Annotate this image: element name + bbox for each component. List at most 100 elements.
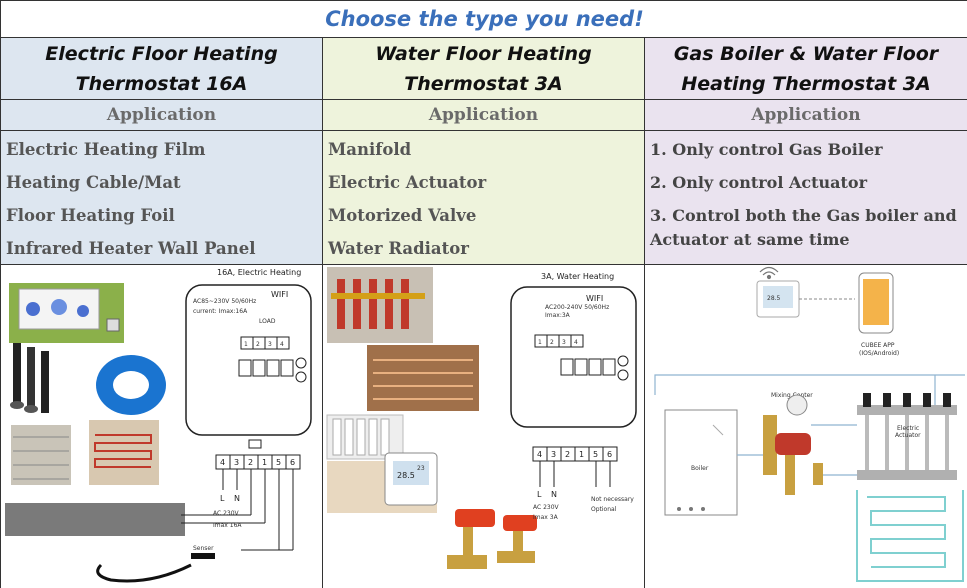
terminal-label: 1 [262, 458, 267, 467]
page-title: Choose the type you need! [1, 1, 967, 38]
display-temp-2: 23 [417, 465, 425, 472]
n-label: N [551, 490, 557, 499]
l-label: L [220, 494, 225, 503]
boiler-icon [664, 409, 738, 516]
list-item: Heating Cable/Mat [6, 173, 181, 192]
ac-label: AC 230V [533, 504, 560, 511]
gas-boiler-diagram: 28.5 CUBEE APP (IOS/Android) Boiler Mixi… [654, 266, 965, 582]
spec-line-1: AC85~230V 50/60Hz [193, 298, 256, 305]
sensor-label: Senser [193, 545, 214, 552]
column-water: Water Floor Heating Thermostat 3A Applic… [323, 38, 645, 588]
spec-line-2: Imax:3A [545, 312, 571, 319]
heading-line-1: Water Floor Heating [375, 42, 592, 65]
terminal-label: 5 [593, 450, 598, 459]
app-sublabel: (IOS/Android) [859, 350, 899, 357]
manifold-icon [857, 393, 957, 480]
terminal-label: 5 [276, 458, 281, 467]
top-terminals: 1 2 3 4 [240, 336, 290, 350]
terminal-label: 3 [562, 339, 566, 346]
section-label: Application [645, 100, 967, 131]
foil-photo [11, 425, 71, 485]
column-electric: Electric Floor Heating Thermostat 16A Ap… [1, 38, 323, 588]
terminal-label: 2 [248, 458, 253, 467]
terminal-label: 1 [244, 341, 248, 348]
terminal-label: 4 [280, 341, 284, 348]
terminal-label: 6 [607, 450, 612, 459]
mixing-center-label: Mixing Center [771, 392, 813, 399]
heading-line-2: Thermostat 3A [404, 72, 563, 95]
wifi-label: WIFI [271, 290, 288, 299]
terminal-label: 2 [256, 341, 260, 348]
column-heading: Gas Boiler & Water Floor Heating Thermos… [645, 38, 967, 100]
terminal-label: 2 [550, 339, 554, 346]
diagram-title: 16A, Electric Heating [217, 268, 301, 277]
mixing-center-icon [763, 394, 823, 495]
terminal-label: 1 [579, 450, 584, 459]
application-list: 1. Only control Gas Boiler 2. Only contr… [645, 131, 967, 265]
diagram-title: 3A, Water Heating [541, 272, 614, 281]
boiler-label: Boiler [691, 465, 709, 472]
wifi-label: WIFI [586, 294, 603, 303]
list-item: Electric Heating Film [6, 140, 206, 159]
list-item: Motorized Valve [328, 206, 477, 225]
optional-label: Optional [591, 506, 617, 513]
terminal-label: 3 [268, 341, 272, 348]
list-item: Electric Actuator [328, 173, 487, 192]
imax-label: Imax 16A [213, 522, 242, 529]
heading-line-1: Gas Boiler & Water Floor [673, 42, 939, 65]
wiring-lines [181, 469, 294, 551]
section-label: Application [323, 100, 645, 131]
thermostat-back [510, 286, 637, 428]
valve-icon [447, 509, 537, 569]
electric-wiring-diagram: 16A, Electric Heating AC85~230V 50/60Hz … [5, 268, 312, 583]
terminal-label: 1 [538, 339, 542, 346]
mat-photo [89, 420, 159, 485]
wifi-icon [759, 266, 779, 280]
application-list: Manifold Electric Actuator Motorized Val… [323, 131, 645, 265]
display-temp: 28.5 [767, 295, 781, 302]
wiring-illustration: 16A, Electric Heating AC85~230V 50/60Hz … [1, 265, 323, 588]
column-gas-boiler: Gas Boiler & Water Floor Heating Thermos… [645, 38, 967, 588]
list-item: 2. Only control Actuator [650, 173, 868, 192]
column-heading: Electric Floor Heating Thermostat 16A [1, 38, 323, 100]
floor-pipe-photo [367, 345, 479, 411]
bottom-terminals: 4 3 2 1 5 6 [215, 454, 301, 470]
list-item: Manifold [328, 140, 412, 159]
load-label: LOAD [259, 318, 276, 325]
list-item: Infrared Heater Wall Panel [6, 239, 256, 258]
imax-label: Imax 3A [533, 514, 559, 521]
floor-slab [5, 503, 185, 536]
top-terminals: 1 2 3 4 [534, 334, 584, 348]
n-label: N [234, 494, 240, 503]
system-illustration: 28.5 CUBEE APP (IOS/Android) Boiler Mixi… [645, 265, 967, 588]
terminal-label: 3 [551, 450, 556, 459]
relay-blocks [560, 355, 629, 381]
terminal-label: 2 [565, 450, 570, 459]
terminal-label: 3 [234, 458, 239, 467]
heading-line-1: Electric Floor Heating [45, 42, 278, 65]
wiring-illustration: 28.5 23 3A, Water Heating WIFI AC200-240… [323, 265, 645, 588]
l-label: L [537, 490, 542, 499]
actuator-label-2: Actuator [895, 432, 921, 439]
list-item: 1. Only control Gas Boiler [650, 140, 883, 159]
column-heading: Water Floor Heating Thermostat 3A [323, 38, 645, 100]
terminal-label: 4 [574, 339, 578, 346]
section-label: Application [1, 100, 323, 131]
not-necessary-label: Not necessary [591, 496, 634, 503]
display-temp: 28.5 [397, 471, 415, 480]
list-item: Water Radiator [328, 239, 469, 258]
list-item: Floor Heating Foil [6, 206, 175, 225]
actuator-label-1: Electric [897, 425, 919, 432]
sensor-probe [191, 553, 215, 559]
heading-line-2: Heating Thermostat 3A [681, 72, 931, 95]
terminal-label: 4 [537, 450, 542, 459]
sensor-cable [96, 563, 192, 583]
spec-line-1: AC200-240V 50/60Hz [545, 304, 609, 311]
app-label: CUBEE APP [861, 342, 895, 349]
floor-heating-loops [856, 490, 964, 582]
heading-line-2: Thermostat 16A [75, 72, 248, 95]
terminal-label: 6 [290, 458, 295, 467]
terminal-label: 4 [220, 458, 225, 467]
wiring-lines [539, 461, 611, 487]
